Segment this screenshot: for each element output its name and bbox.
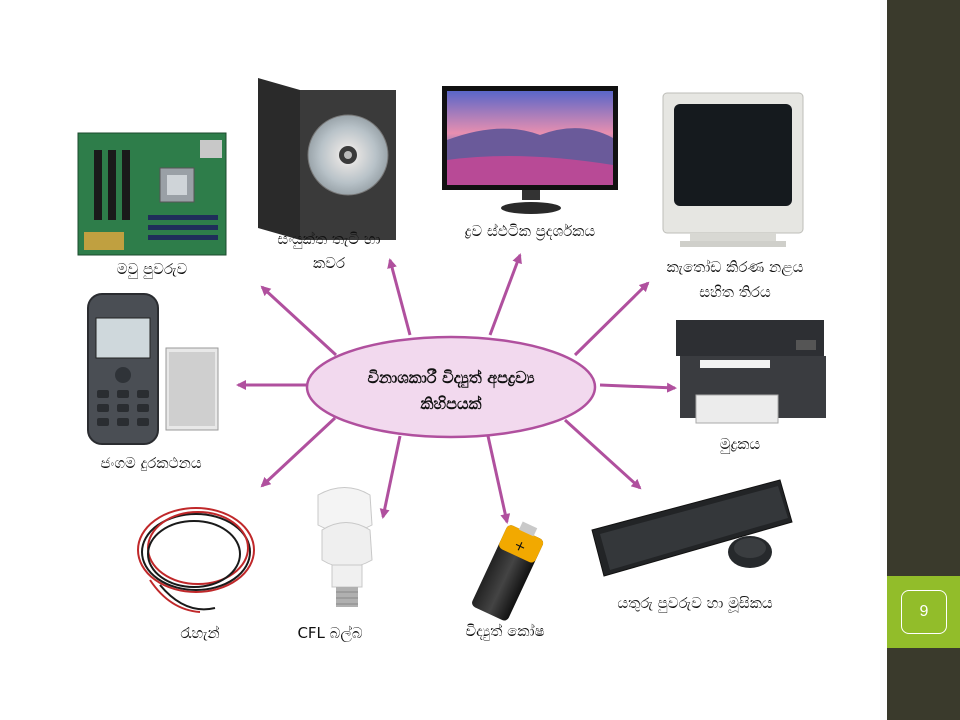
keyboard-mouse-image (591, 479, 793, 577)
label-lcd: ද්‍රව ස්ඵටික ප්‍රදර්ශකය (464, 222, 596, 240)
arrow-to-lcd (488, 253, 522, 336)
label-wires: රැහැන් (180, 624, 220, 642)
center-label-line1: විනාශකාරී විද්‍යුත් අපද්‍රව්‍ය (367, 368, 535, 387)
crt-monitor-image (662, 92, 804, 247)
label-keyboard: යතුරු පුවරුව හා මූසිකය (617, 594, 773, 612)
arrow-to-dvd (387, 258, 412, 336)
battery-image: + (472, 521, 544, 621)
arrow-to-motherboard (260, 285, 338, 357)
label-battery: විද්‍යුත් කෝෂ (465, 622, 545, 640)
wires-image (137, 507, 255, 613)
arrow-to-cfl (379, 435, 402, 519)
center-label-line2: කිහිපයක් (420, 394, 482, 413)
arrow-to-wires (260, 416, 337, 488)
page-number-badge (887, 576, 960, 648)
label-dvd-line1: සංයුක්ත තැටි හා (277, 230, 381, 248)
label-cfl: CFL බල්බ (297, 624, 363, 642)
arrow-to-crt (573, 281, 650, 357)
motherboard-image (77, 132, 227, 256)
label-printer: මුද්‍රකය (719, 435, 761, 453)
cfl-bulb-image (317, 487, 373, 607)
label-crt-line1: කැතෝඩ කිරණ නළය (666, 258, 804, 276)
page-number-bracket (901, 590, 947, 634)
lcd-monitor-image (442, 86, 618, 214)
label-dvd-line2: කවර (312, 254, 346, 272)
dvd-case-image (258, 78, 396, 240)
label-motherboard: මවු පුවරුව (116, 260, 188, 278)
arrow-to-battery (486, 435, 511, 524)
phone-image (87, 293, 219, 445)
center-ellipse (305, 335, 597, 439)
page-number: 9 (919, 603, 929, 620)
printer-image (676, 320, 826, 424)
label-phone: ජංගම දුරකථනය (100, 454, 202, 472)
label-crt-line2: සහිත තිරය (699, 283, 771, 301)
arrow-to-printer (599, 382, 677, 393)
arrows (236, 253, 677, 524)
arrow-to-keyboard (563, 418, 642, 490)
